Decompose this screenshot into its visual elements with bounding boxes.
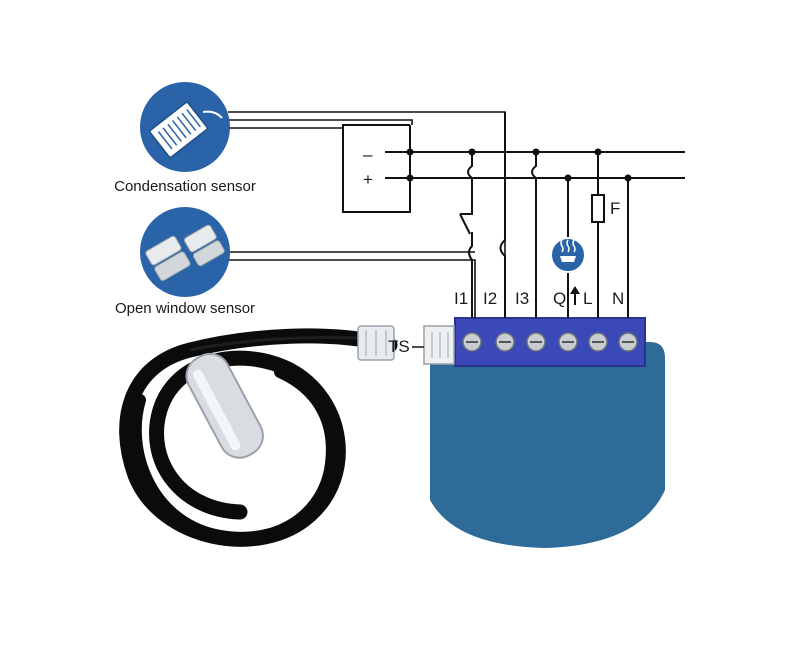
condensation-sensor-label: Condensation sensor (114, 178, 256, 195)
ts-socket (423, 325, 455, 365)
probe-tip (185, 352, 264, 459)
heater-icon (550, 237, 586, 273)
ts-connector-plug (357, 325, 395, 361)
terminal-block (454, 317, 646, 367)
condensation-wire-2 (228, 119, 413, 125)
fuse-label: F (610, 199, 620, 218)
dc-source-box (342, 124, 411, 213)
terminal-label-i3: I3 (515, 289, 529, 308)
i1-wire (460, 152, 473, 318)
terminal-label-i1: I1 (454, 289, 468, 308)
arrow-up-icon (570, 286, 580, 305)
module-body (430, 342, 665, 548)
terminal-label-i2: I2 (483, 289, 497, 308)
terminal-label-q: Q (553, 289, 566, 308)
plus-label: + (363, 170, 373, 189)
condensation-sensor: Condensation sensor (114, 82, 256, 195)
i2-wire (499, 112, 506, 318)
wiring: – + F (228, 111, 685, 318)
minus-label: – (363, 145, 373, 164)
terminal-label-n: N (612, 289, 624, 308)
open-window-sensor: Open window sensor (115, 207, 255, 317)
terminal-label-l: L (583, 289, 592, 308)
ts-label: TS (388, 337, 410, 356)
relay-module: TS (388, 317, 665, 548)
temperature-probe (119, 325, 398, 547)
open-window-sensor-label: Open window sensor (115, 300, 255, 317)
fuse (591, 194, 605, 223)
window-switch (459, 213, 471, 235)
window-wire-2 (228, 259, 476, 318)
i3-wire (531, 152, 537, 318)
terminal-labels: I1 I2 I3 Q L N (454, 286, 624, 308)
